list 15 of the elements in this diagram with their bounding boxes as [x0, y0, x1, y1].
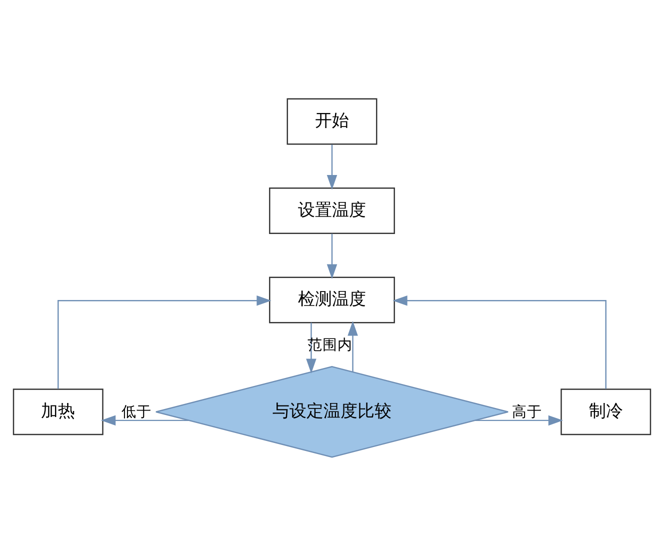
- edge-label: 低于: [122, 402, 152, 420]
- arrow: [326, 144, 338, 190]
- edge-label: 高于: [512, 402, 542, 420]
- node-box: 加热: [12, 388, 104, 435]
- node-diamond: 与设定温度比较: [155, 366, 509, 458]
- arrow: [58, 294, 272, 388]
- node-box: 开始: [286, 98, 378, 144]
- arrow: [474, 414, 564, 426]
- node-box: 检测温度: [269, 276, 395, 323]
- node-box: 设置温度: [269, 187, 395, 234]
- arrow: [392, 294, 606, 388]
- arrow: [100, 414, 190, 426]
- arrow: [326, 233, 338, 278]
- arrow: [348, 320, 358, 372]
- node-box: 制冷: [560, 388, 652, 435]
